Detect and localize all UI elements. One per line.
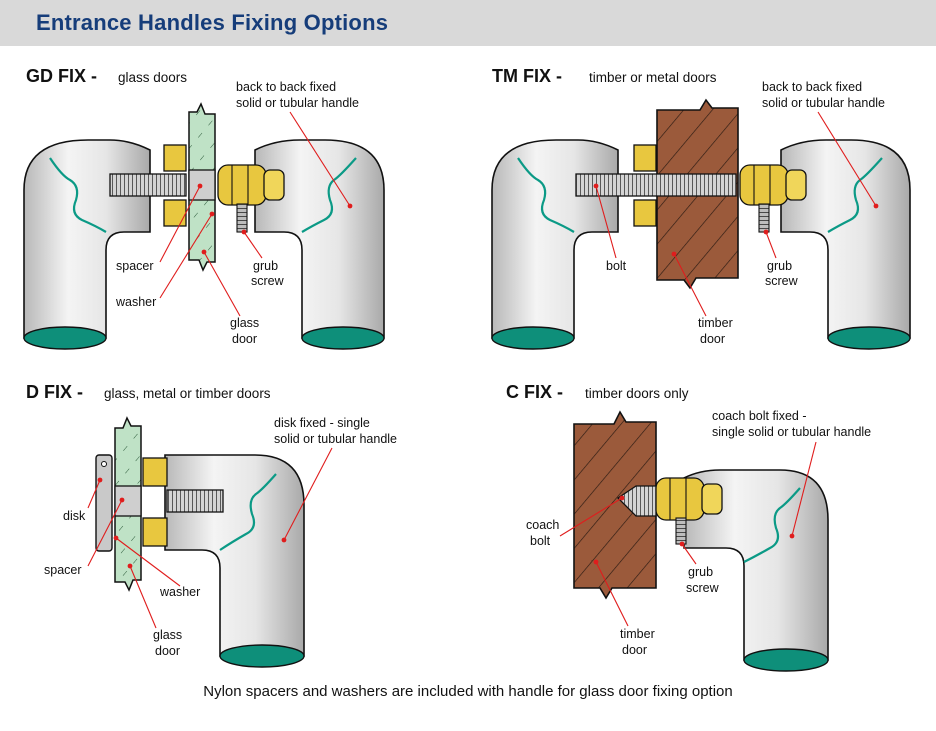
tm-title: TM FIX - [492,66,562,86]
c-subtitle: timber doors only [585,386,689,401]
gd-bolt [109,173,187,197]
gd-glass-label-2: door [232,332,257,346]
tm-bolt-label: bolt [606,259,627,273]
tm-bolt [575,173,737,197]
tm-timber-label-2: door [700,332,725,346]
c-grub-screw [675,517,687,545]
c-nut [655,477,723,521]
gd-glass-label-1: glass [230,316,259,330]
c-timber-label-2: door [622,643,647,657]
d-spacer-label: spacer [44,563,82,577]
tm-washer-top [633,144,657,172]
page-title: Entrance Handles Fixing Options [36,10,389,35]
d-handle [164,454,305,668]
footer-note: Nylon spacers and washers are included w… [203,683,733,700]
tm-right-handle [780,139,911,350]
c-grub-label-2: screw [686,581,720,595]
gd-subtitle: glass doors [118,70,187,85]
c-fix-panel: C FIX - timber doors only coach bolt fix… [506,382,871,672]
c-timber-door [573,410,657,600]
tm-nut [739,164,807,206]
header-bar: Entrance Handles Fixing Options [0,0,936,46]
gd-title: GD FIX - [26,66,97,86]
gd-handle-label-1: back to back fixed [236,80,336,94]
gd-washer-label: washer [115,295,156,309]
c-handle-label-1: coach bolt fixed - [712,409,807,423]
tm-subtitle: timber or metal doors [589,70,717,85]
d-washer-label: washer [159,585,200,599]
d-title: D FIX - [26,382,83,402]
d-spacer [114,485,142,517]
tm-handle-label-1: back to back fixed [762,80,862,94]
tm-timber-label-1: timber [698,316,733,330]
c-handle-label-2: single solid or tubular handle [712,425,871,439]
d-washer-bottom [142,517,168,547]
gd-fix-panel: GD FIX - glass doors [23,66,385,350]
c-coach-label-1: coach [526,518,559,532]
d-bolt [166,489,224,513]
c-grub-label-1: grub [688,565,713,579]
tm-handle-label-2: solid or tubular handle [762,96,885,110]
d-fix-panel: D FIX - glass, metal or timber doors dis… [26,382,397,668]
d-glass-label-1: glass [153,628,182,642]
tm-left-handle [491,139,619,350]
gd-right-handle [254,139,385,350]
d-disk-label: disk [63,509,86,523]
gd-grub-label-1: grub [253,259,278,273]
gd-washer-top [163,144,187,172]
gd-left-handle [23,139,151,350]
gd-handle-label-2: solid or tubular handle [236,96,359,110]
tm-washer-bottom [633,199,657,227]
d-glass-label-2: door [155,644,180,658]
d-disk [95,454,113,552]
c-coach-label-2: bolt [530,534,551,548]
tm-fix-panel: TM FIX - timber or metal doors back to b… [491,66,911,350]
c-handle [683,469,829,672]
gd-washer-bottom [163,199,187,227]
gd-nut [217,164,285,206]
tm-grub-label-1: grub [767,259,792,273]
gd-grub-label-2: screw [251,274,285,288]
c-title: C FIX - [506,382,563,402]
tm-grub-screw [758,203,770,233]
d-handle-label-1: disk fixed - single [274,416,370,430]
tm-grub-label-2: screw [765,274,799,288]
gd-spacer-label: spacer [116,259,154,273]
gd-grub-screw [236,203,248,233]
d-subtitle: glass, metal or timber doors [104,386,271,401]
c-timber-label-1: timber [620,627,655,641]
d-handle-label-2: solid or tubular handle [274,432,397,446]
d-washer-top [142,457,168,487]
